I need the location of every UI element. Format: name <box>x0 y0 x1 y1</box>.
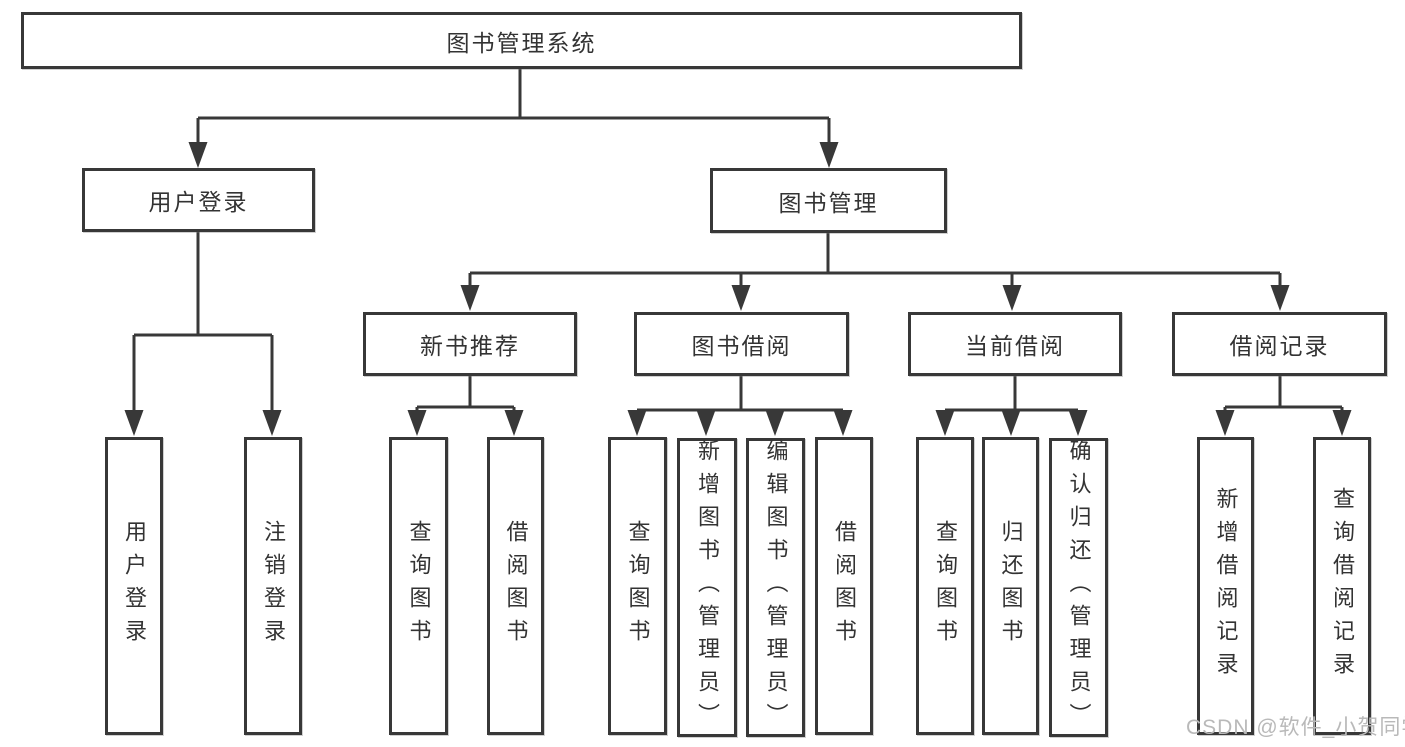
leaf-user-login-label: 用户登录 <box>122 520 147 652</box>
leaf-logout: 注销登录 <box>244 437 302 735</box>
leaf-current-confirm-return-admin-label: 确认归还（管理员） <box>1066 439 1092 736</box>
leaf-logout-label: 注销登录 <box>261 520 286 652</box>
leaf-borrow-borrow-book: 借阅图书 <box>815 437 873 735</box>
node-borrowing-records-label: 借阅记录 <box>1229 333 1330 359</box>
leaf-borrow-add-book-admin-label: 新增图书（管理员） <box>695 439 720 736</box>
leaf-records-query-record: 查询借阅记录 <box>1313 437 1371 735</box>
node-current-borrowing-label: 当前借阅 <box>965 333 1065 359</box>
leaf-current-confirm-return-admin: 确认归还（管理员） <box>1049 438 1108 737</box>
leaf-records-add-record-label: 新增借阅记录 <box>1213 487 1239 685</box>
node-root-label: 图书管理系统 <box>446 29 597 56</box>
leaf-borrow-add-book-admin: 新增图书（管理员） <box>677 438 737 737</box>
leaf-user-login: 用户登录 <box>105 437 163 735</box>
leaf-borrow-query-book-label: 查询图书 <box>625 520 651 652</box>
leaf-recommend-query-book-label: 查询图书 <box>406 520 432 652</box>
node-user-login-label: 用户登录 <box>148 189 249 215</box>
leaf-current-return-book-label: 归还图书 <box>998 520 1024 652</box>
leaf-records-query-record-label: 查询借阅记录 <box>1330 487 1355 685</box>
node-book-management: 图书管理 <box>710 168 947 233</box>
leaf-borrow-edit-book-admin-label: 编辑图书（管理员） <box>763 439 789 736</box>
leaf-current-return-book: 归还图书 <box>982 437 1039 735</box>
node-book-management-label: 图书管理 <box>778 189 879 216</box>
leaf-recommend-query-book: 查询图书 <box>389 437 448 735</box>
leaf-current-query-book: 查询图书 <box>916 437 974 735</box>
leaf-borrow-query-book: 查询图书 <box>608 437 667 735</box>
node-user-login: 用户登录 <box>82 168 315 232</box>
node-new-book-recommendation-label: 新书推荐 <box>420 333 520 359</box>
node-borrowing-records: 借阅记录 <box>1172 312 1387 376</box>
arrowheads <box>124 142 1352 436</box>
leaf-recommend-borrow-book-label: 借阅图书 <box>503 520 529 652</box>
node-root: 图书管理系统 <box>21 12 1022 69</box>
node-book-borrowing: 图书借阅 <box>634 312 849 376</box>
leaf-current-query-book-label: 查询图书 <box>933 520 958 652</box>
node-new-book-recommendation: 新书推荐 <box>363 312 577 376</box>
node-book-borrowing-label: 图书借阅 <box>691 333 792 359</box>
watermark-text: CSDN @软件_小贺同学 <box>1186 716 1405 739</box>
leaf-recommend-borrow-book: 借阅图书 <box>487 437 544 735</box>
leaf-borrow-edit-book-admin: 编辑图书（管理员） <box>746 438 805 737</box>
leaf-borrow-borrow-book-label: 借阅图书 <box>832 520 857 652</box>
leaf-records-add-record: 新增借阅记录 <box>1197 437 1254 735</box>
node-current-borrowing: 当前借阅 <box>908 312 1122 376</box>
